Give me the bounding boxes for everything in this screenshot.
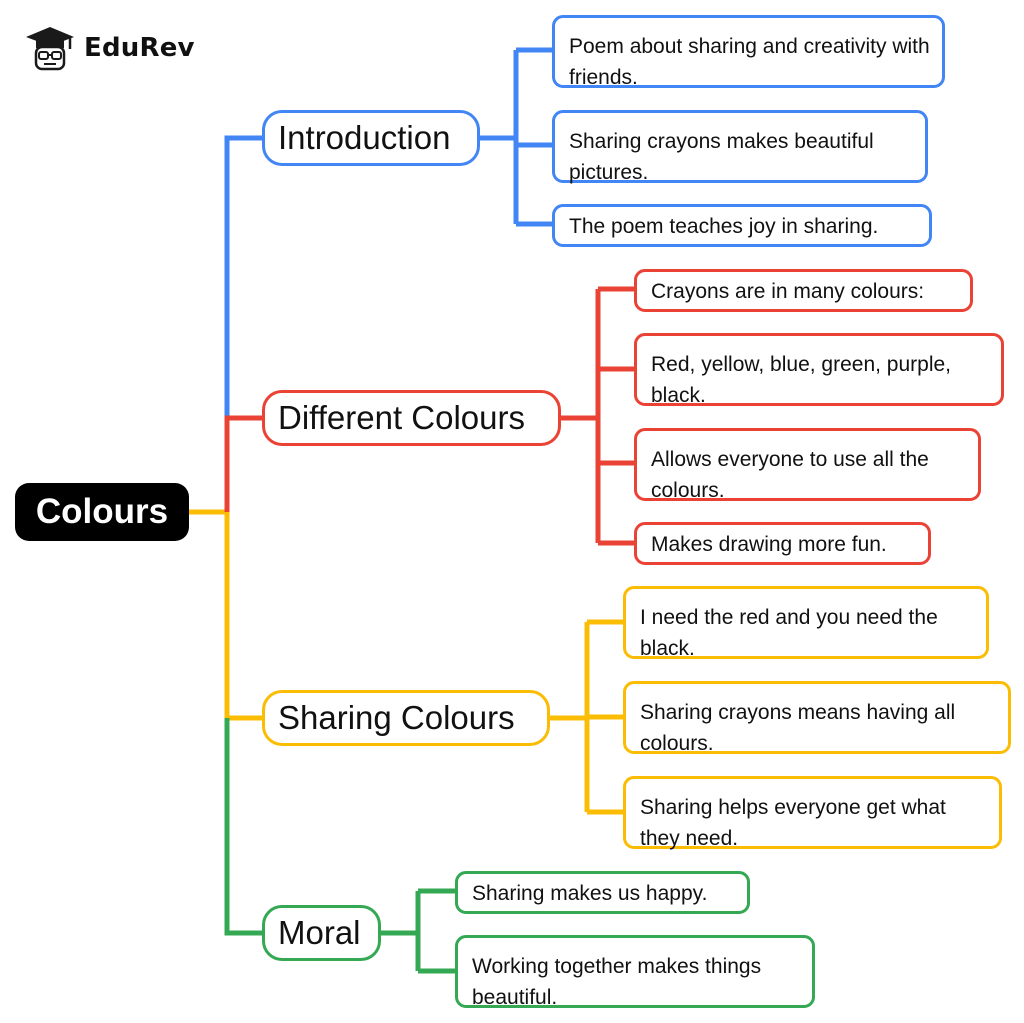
leaf-sharing-colours-2: Sharing crayons means having all colours… xyxy=(623,681,1011,755)
leaf-sharing-colours-3: Sharing helps everyone get what they nee… xyxy=(623,776,1002,850)
leaf-moral-1: Sharing makes us happy. xyxy=(455,871,750,914)
leaf-introduction-2: Sharing crayons makes beautiful pictures… xyxy=(552,110,928,184)
connector-introduction xyxy=(224,135,262,418)
leaf-sharing-colours-1: I need the red and you need the black. xyxy=(623,586,989,660)
leaf-different-colours-2: Red, yellow, blue, green, purple, black. xyxy=(634,333,1004,407)
branch-introduction: Introduction xyxy=(262,110,480,166)
brand-name: EduRev xyxy=(84,33,195,63)
root-node: Colours xyxy=(15,483,189,541)
leaf-introduction-3: The poem teaches joy in sharing. xyxy=(552,204,932,247)
leaf-introduction-1: Poem about sharing and creativity with f… xyxy=(552,15,945,89)
leaf-different-colours-4: Makes drawing more fun. xyxy=(634,522,931,565)
edurev-logo: EduRev xyxy=(24,24,195,72)
branch-moral: Moral xyxy=(262,905,381,961)
connector-different-colours xyxy=(224,415,262,512)
leaf-moral-2: Working together makes things beautiful. xyxy=(455,935,815,1009)
connector-sharing-colours xyxy=(224,512,262,721)
graduation-cap-logo-icon xyxy=(26,27,74,71)
branch-sharing-colours: Sharing Colours xyxy=(262,690,550,746)
leaf-different-colours-3: Allows everyone to use all the colours. xyxy=(634,428,981,502)
connector-moral xyxy=(224,718,262,936)
leaf-different-colours-1: Crayons are in many colours: xyxy=(634,269,973,312)
branch-different-colours: Different Colours xyxy=(262,390,561,446)
